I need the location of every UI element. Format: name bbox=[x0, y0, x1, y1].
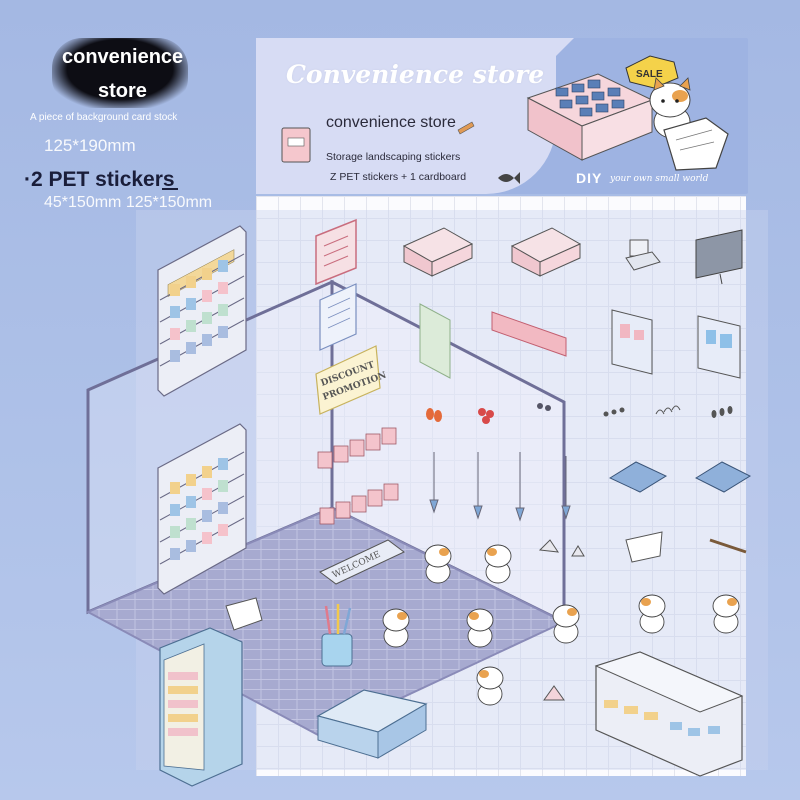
cat-stickers bbox=[382, 544, 740, 706]
banner-storage-label: Storage landscaping stickers bbox=[326, 151, 461, 163]
hanging-lamps bbox=[429, 452, 571, 522]
speech-bubble bbox=[256, 38, 574, 194]
cat-icon bbox=[552, 604, 580, 644]
display-board-icon bbox=[697, 315, 741, 379]
banner-title: Convenience store bbox=[286, 60, 545, 89]
wall-poster-icon bbox=[315, 218, 357, 286]
cat-icon bbox=[638, 594, 666, 634]
refrigerator-icon bbox=[159, 627, 243, 787]
banner-small-box-icon bbox=[281, 127, 311, 163]
pet-sizes: 45*150mm 125*150mm bbox=[44, 194, 213, 211]
title-line-1: convenience bbox=[62, 46, 184, 68]
cash-register-icon bbox=[625, 239, 661, 271]
cat-icon bbox=[712, 594, 740, 634]
divider bbox=[162, 188, 178, 190]
hook-rack-icon bbox=[709, 538, 747, 554]
display-board-icon bbox=[611, 309, 653, 375]
corner-counter-icon bbox=[594, 651, 744, 777]
card-size: 125*190mm bbox=[44, 136, 136, 155]
sheet-box-icon bbox=[402, 227, 474, 277]
diy-label: DIY bbox=[576, 170, 603, 186]
pet-label: ·2 PET stickers bbox=[24, 168, 175, 191]
freezer-chest-icon bbox=[316, 689, 428, 759]
cat-icon bbox=[466, 608, 494, 648]
banner-store-label: convenience store bbox=[326, 114, 456, 131]
banner-counter-box-icon bbox=[526, 73, 654, 161]
sheet-box-icon bbox=[510, 227, 582, 277]
green-poster-icon bbox=[419, 303, 451, 379]
small-items-icons bbox=[603, 405, 733, 418]
discount-promotion-sign: DISCOUNT PROMOTION bbox=[315, 345, 388, 415]
cat-icon bbox=[424, 544, 452, 584]
wall-banner-sign-icon bbox=[491, 311, 567, 357]
pink-crates-icon bbox=[317, 427, 399, 525]
wall-notice-icon bbox=[319, 283, 357, 351]
banner-contents-label: Z PET stickers + 1 cardboard bbox=[330, 171, 467, 183]
cat-icon bbox=[476, 666, 504, 706]
diy-tagline: your own small world bbox=[610, 174, 709, 184]
subtitle: A piece of background card stock bbox=[30, 112, 178, 123]
product-tray-icon bbox=[608, 461, 752, 493]
cart-icon bbox=[625, 531, 663, 563]
fish-icon bbox=[498, 172, 520, 184]
sale-tag-icon: SALE bbox=[625, 55, 679, 89]
cat-icon bbox=[484, 544, 512, 584]
shopping-basket-icon bbox=[663, 117, 729, 171]
floor-basket-icon bbox=[225, 597, 263, 631]
pencil-icon bbox=[457, 121, 475, 135]
title-backdrop bbox=[52, 38, 188, 108]
pen-cup-icon bbox=[321, 604, 353, 667]
monitor-icon bbox=[695, 229, 743, 285]
cat-icon bbox=[382, 608, 410, 648]
title-line-2: store bbox=[98, 80, 147, 102]
tall-shelf-bottom-icon bbox=[157, 423, 247, 595]
tall-shelf-top-icon bbox=[157, 225, 247, 397]
sale-tag-text: SALE bbox=[636, 69, 663, 80]
produce-stickers bbox=[426, 403, 551, 424]
doorstop-icon bbox=[538, 539, 585, 701]
